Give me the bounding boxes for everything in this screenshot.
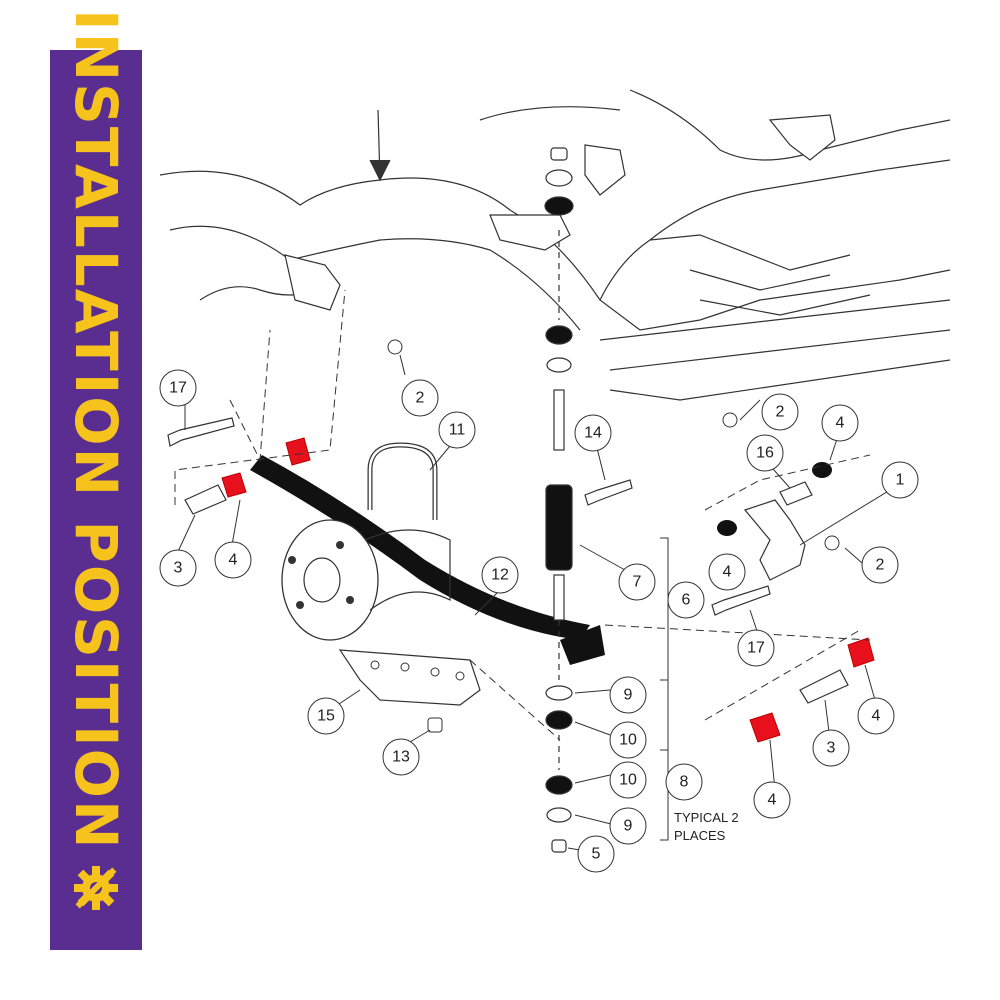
nut-2-rear-top — [722, 412, 738, 428]
red-bushing-4-front-left — [221, 472, 247, 498]
rear-frame-bracket — [584, 144, 626, 196]
callout-13: 13 — [382, 738, 420, 776]
callout-11: 11 — [438, 411, 476, 449]
shock-absorber-stack — [544, 147, 574, 853]
nut-2-front — [387, 339, 403, 355]
svg-text:8: 8 — [680, 774, 689, 791]
svg-text:3: 3 — [174, 560, 183, 577]
nut-2-rear — [824, 535, 840, 551]
callout-14: 14 — [574, 414, 612, 452]
callout-2-front: 2 — [401, 379, 439, 417]
sleeve-3-right — [799, 669, 849, 704]
svg-text:2: 2 — [416, 390, 425, 407]
svg-text:17: 17 — [747, 640, 765, 657]
wheel-hub — [281, 519, 451, 641]
svg-text:4: 4 — [768, 792, 777, 809]
callout-2-rear-top: 2 — [761, 393, 799, 431]
callout-6: 6 — [667, 581, 705, 619]
svg-text:10: 10 — [619, 772, 637, 789]
installation-position-banner: INSTALLATION POSITION — [50, 9, 142, 950]
bushing-4-lower — [717, 520, 737, 536]
highlighted-bushings — [221, 437, 875, 743]
callout-3-left: 3 — [159, 549, 197, 587]
callout-10-upper: 10 — [609, 721, 647, 759]
sleeve-3-left — [184, 484, 227, 515]
red-bushing-4-rear-right — [847, 637, 875, 668]
callout-9-lower: 9 — [609, 807, 647, 845]
bolt-14 — [584, 479, 633, 506]
svg-text:2: 2 — [776, 404, 785, 421]
bushing-4-upper — [812, 462, 832, 478]
svg-text:11: 11 — [449, 422, 466, 439]
svg-text:15: 15 — [317, 708, 335, 725]
u-bolt — [367, 442, 438, 520]
svg-text:12: 12 — [491, 567, 509, 584]
red-bushing-4-rear-left — [749, 712, 781, 743]
callout-4-front-left: 4 — [214, 541, 252, 579]
bolt-17-right — [711, 585, 771, 616]
nut-13 — [427, 717, 443, 733]
callout-17-left: 17 — [159, 369, 197, 407]
leaf-spring-rear-eye — [560, 625, 605, 665]
shackle — [743, 499, 806, 581]
callouts: 17 2 11 14 12 7 6 2 4 16 1 4 2 17 4 3 4 … — [159, 369, 919, 873]
svg-text:4: 4 — [229, 552, 238, 569]
note-line-2: PLACES — [674, 828, 726, 843]
callout-7: 7 — [618, 563, 656, 601]
callout-8: 8 — [665, 763, 703, 801]
svg-text:7: 7 — [633, 574, 642, 591]
sleeve-16 — [779, 481, 813, 506]
callout-12: 12 — [481, 556, 519, 594]
red-bushing-4-front-right — [285, 437, 311, 466]
callout-4-rear-right: 4 — [857, 697, 895, 735]
svg-text:3: 3 — [827, 740, 836, 757]
shock-mount-bracket — [489, 214, 571, 251]
svg-text:1: 1 — [896, 472, 905, 489]
svg-text:2: 2 — [876, 557, 885, 574]
wrench-gear-icon — [74, 866, 118, 910]
bolt-17-left — [167, 417, 235, 447]
front-hanger-bracket — [284, 254, 341, 311]
callout-3-right: 3 — [812, 729, 850, 767]
svg-text:14: 14 — [584, 425, 602, 442]
note-line-1: TYPICAL 2 — [674, 810, 739, 825]
callout-17-right: 17 — [737, 629, 775, 667]
svg-text:16: 16 — [756, 445, 774, 462]
svg-text:9: 9 — [624, 687, 633, 704]
callout-15: 15 — [307, 697, 345, 735]
svg-text:6: 6 — [682, 592, 691, 609]
rear-frame-bracket-2 — [768, 114, 836, 161]
callout-10-lower: 10 — [609, 761, 647, 799]
callout-4-rear-left: 4 — [753, 781, 791, 819]
svg-text:17: 17 — [169, 380, 187, 397]
callout-4-upper: 4 — [821, 404, 859, 442]
svg-text:4: 4 — [723, 564, 732, 581]
callout-1: 1 — [881, 461, 919, 499]
callout-16: 16 — [746, 434, 784, 472]
callout-9-upper: 9 — [609, 676, 647, 714]
suspension-parts-diagram: 17 2 11 14 12 7 6 2 4 16 1 4 2 17 4 3 4 … — [159, 89, 951, 873]
svg-text:13: 13 — [392, 749, 410, 766]
callout-5: 5 — [577, 835, 615, 873]
leaf-spring — [250, 455, 590, 640]
svg-text:4: 4 — [872, 708, 881, 725]
svg-text:4: 4 — [836, 415, 845, 432]
svg-text:9: 9 — [624, 818, 633, 835]
svg-text:10: 10 — [619, 732, 637, 749]
callout-4-lower: 4 — [708, 553, 746, 591]
callout-2-rear: 2 — [861, 546, 899, 584]
banner-title: INSTALLATION POSITION — [62, 9, 130, 851]
svg-text:5: 5 — [592, 846, 601, 863]
